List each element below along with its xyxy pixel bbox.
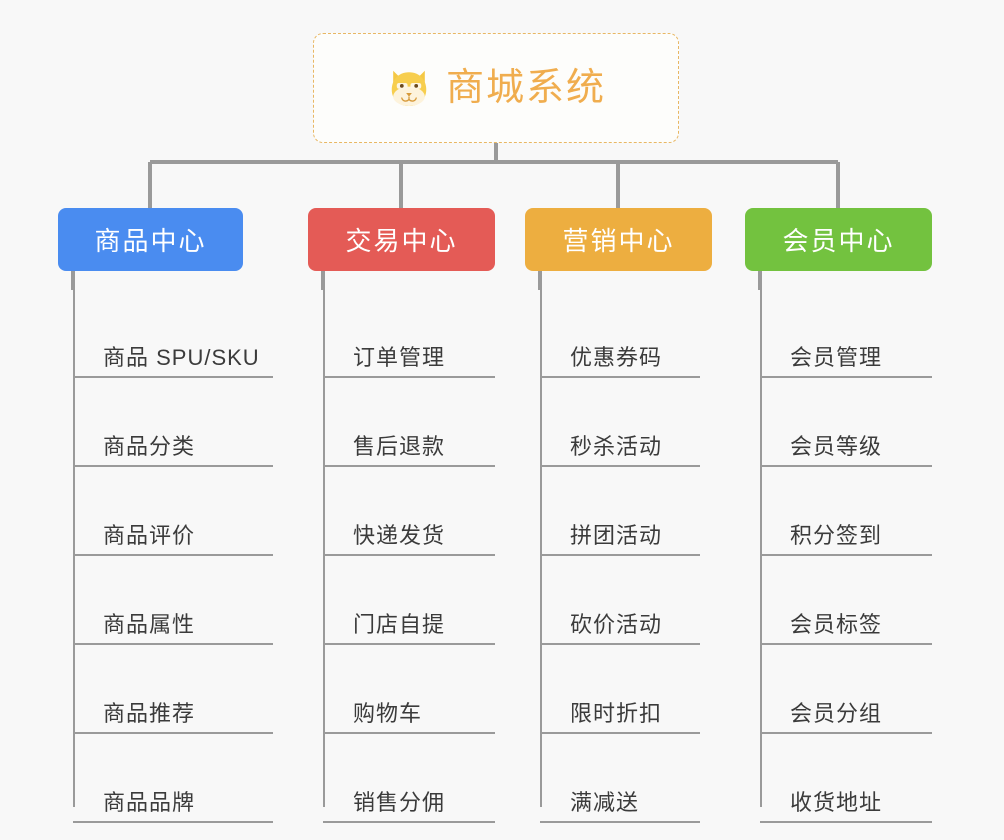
branch-column-营销中心: 营销中心 优惠券码 秒杀活动 拼团活动 砍价活动 限时折扣 满减送 bbox=[525, 208, 720, 823]
list-item[interactable]: 限时折扣 bbox=[540, 645, 700, 734]
branch-header-2[interactable]: 营销中心 bbox=[525, 208, 712, 271]
branch-header-label-2: 营销中心 bbox=[562, 226, 675, 256]
leaf-label: 售后退款 bbox=[353, 433, 446, 459]
branch-column-商品中心: 商品中心 商品 SPU/SKU 商品分类 商品评价 商品属性 商品推荐 商品品牌 bbox=[58, 208, 278, 823]
leaf-label: 优惠券码 bbox=[570, 344, 663, 370]
leaf-label: 商品品牌 bbox=[103, 789, 196, 815]
leaf-label: 会员管理 bbox=[790, 344, 883, 370]
list-item[interactable]: 订单管理 bbox=[323, 289, 495, 378]
list-item[interactable]: 商品品牌 bbox=[73, 734, 273, 823]
leaf-label: 会员标签 bbox=[790, 611, 883, 637]
list-item[interactable]: 积分签到 bbox=[760, 467, 932, 556]
list-item[interactable]: 满减送 bbox=[540, 734, 700, 823]
list-item[interactable]: 拼团活动 bbox=[540, 467, 700, 556]
list-item[interactable]: 收货地址 bbox=[760, 734, 932, 823]
branch-header-label-3: 会员中心 bbox=[782, 226, 895, 256]
list-item[interactable]: 快递发货 bbox=[323, 467, 495, 556]
branch-items-3: 会员管理 会员等级 积分签到 会员标签 会员分组 收货地址 bbox=[745, 289, 940, 823]
leaf-label: 商品属性 bbox=[103, 611, 196, 637]
list-item[interactable]: 会员等级 bbox=[760, 378, 932, 467]
list-item[interactable]: 会员管理 bbox=[760, 289, 932, 378]
leaf-label: 秒杀活动 bbox=[570, 433, 663, 459]
list-item[interactable]: 门店自提 bbox=[323, 556, 495, 645]
branch-items-2: 优惠券码 秒杀活动 拼团活动 砍价活动 限时折扣 满减送 bbox=[525, 289, 720, 823]
leaf-label: 限时折扣 bbox=[570, 700, 663, 726]
leaf-label: 商品推荐 bbox=[103, 700, 196, 726]
leaf-label: 订单管理 bbox=[353, 344, 446, 370]
leaf-label: 商品分类 bbox=[103, 433, 196, 459]
list-item[interactable]: 商品 SPU/SKU bbox=[73, 289, 273, 378]
shiba-inu-dog-icon bbox=[391, 70, 427, 106]
list-item[interactable]: 砍价活动 bbox=[540, 556, 700, 645]
leaf-label: 砍价活动 bbox=[570, 611, 663, 637]
leaf-label: 购物车 bbox=[353, 700, 423, 726]
list-item[interactable]: 售后退款 bbox=[323, 378, 495, 467]
branch-header-label-1: 交易中心 bbox=[345, 226, 458, 256]
branch-column-会员中心: 会员中心 会员管理 会员等级 积分签到 会员标签 会员分组 收货地址 bbox=[745, 208, 940, 823]
list-item[interactable]: 商品属性 bbox=[73, 556, 273, 645]
branch-header-3[interactable]: 会员中心 bbox=[745, 208, 932, 271]
list-item[interactable]: 购物车 bbox=[323, 645, 495, 734]
list-item[interactable]: 会员标签 bbox=[760, 556, 932, 645]
leaf-label: 会员等级 bbox=[790, 433, 883, 459]
leaf-label: 会员分组 bbox=[790, 700, 883, 726]
leaf-label: 积分签到 bbox=[790, 522, 883, 548]
branch-header-label-0: 商品中心 bbox=[94, 226, 207, 256]
branch-items-0: 商品 SPU/SKU 商品分类 商品评价 商品属性 商品推荐 商品品牌 bbox=[58, 289, 278, 823]
root-title: 商城系统 bbox=[445, 67, 606, 109]
list-item[interactable]: 优惠券码 bbox=[540, 289, 700, 378]
list-item[interactable]: 商品分类 bbox=[73, 378, 273, 467]
list-item[interactable]: 商品推荐 bbox=[73, 645, 273, 734]
leaf-label: 门店自提 bbox=[353, 611, 446, 637]
leaf-label: 商品评价 bbox=[103, 522, 196, 548]
leaf-label: 商品 SPU/SKU bbox=[103, 344, 260, 370]
leaf-label: 快递发货 bbox=[353, 522, 446, 548]
branch-header-1[interactable]: 交易中心 bbox=[308, 208, 495, 271]
branch-items-1: 订单管理 售后退款 快递发货 门店自提 购物车 销售分佣 bbox=[308, 289, 508, 823]
branch-column-交易中心: 交易中心 订单管理 售后退款 快递发货 门店自提 购物车 销售分佣 bbox=[308, 208, 508, 823]
leaf-label: 拼团活动 bbox=[570, 522, 663, 548]
list-item[interactable]: 秒杀活动 bbox=[540, 378, 700, 467]
list-item[interactable]: 销售分佣 bbox=[323, 734, 495, 823]
list-item[interactable]: 商品评价 bbox=[73, 467, 273, 556]
list-item[interactable]: 会员分组 bbox=[760, 645, 932, 734]
branch-header-0[interactable]: 商品中心 bbox=[58, 208, 243, 271]
leaf-label: 收货地址 bbox=[790, 789, 883, 815]
leaf-label: 销售分佣 bbox=[353, 789, 446, 815]
leaf-label: 满减送 bbox=[570, 789, 640, 815]
root-node[interactable]: 商城系统 bbox=[313, 33, 679, 143]
